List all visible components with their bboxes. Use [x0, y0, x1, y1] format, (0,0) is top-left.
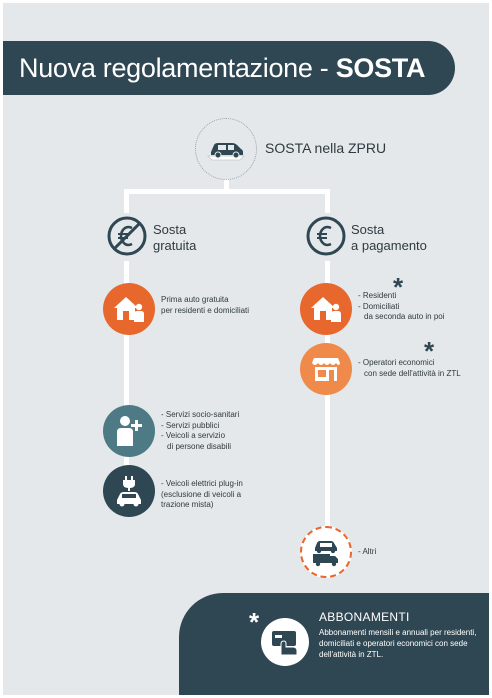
- paid-item-1-circle: [300, 283, 352, 335]
- free-item-3-text: - Veicoli elettrici plug-in (esclusione …: [161, 479, 243, 511]
- paid-branch-icon: [306, 216, 346, 256]
- free-item-2-line: - Servizi socio-sanitari: [161, 410, 240, 419]
- car-icon: [206, 136, 246, 162]
- subscriptions-title: ABBONAMENTI: [319, 610, 410, 624]
- connector-horizontal: [124, 189, 330, 194]
- free-line-2: gratuita: [153, 238, 197, 253]
- title-regular: Nuova regolamentazione -: [19, 52, 336, 83]
- no-euro-icon: [107, 216, 147, 256]
- connector-right-drop: [325, 189, 330, 213]
- free-item-3-circle: [103, 465, 155, 517]
- paid-item-3-text: - Altri: [358, 547, 376, 558]
- paid-item-2-text: - Operatori economici con sede dell'atti…: [358, 358, 461, 379]
- page-title: Nuova regolamentazione - SOSTA: [19, 52, 426, 84]
- free-item-2-line: - Veicoli a servizio: [161, 431, 226, 440]
- free-item-1-text: Prima auto gratuita per residenti e domi…: [161, 295, 249, 316]
- medical-person-icon: [113, 414, 145, 448]
- shop-icon: [310, 355, 342, 383]
- paid-item-1-text: - Residenti - Domiciliati da seconda aut…: [358, 291, 445, 323]
- subscriptions-text: Abbonamenti mensili e annuali per reside…: [319, 627, 476, 660]
- free-branch-label: Sosta gratuita: [153, 222, 196, 254]
- free-item-3-line: - Veicoli elettrici plug-in: [161, 479, 243, 488]
- paid-item-2-asterisk: *: [424, 336, 435, 366]
- free-branch-icon: [107, 216, 147, 256]
- subscriptions-icon-circle: [261, 618, 309, 666]
- card-hand-icon: [269, 627, 301, 657]
- paid-item-3-circle: [300, 526, 352, 578]
- top-node: [195, 118, 257, 180]
- paid-branch-label: Sosta a pagamento: [351, 222, 427, 254]
- free-item-1-circle: [103, 283, 155, 335]
- title-bar: Nuova regolamentazione - SOSTA: [3, 41, 455, 95]
- paid-item-1-line: - Residenti: [358, 291, 397, 300]
- infographic: Nuova regolamentazione - SOSTA SOSTA nel…: [3, 3, 489, 695]
- free-item-3-line: (esclusione di veicoli a: [161, 489, 242, 499]
- subscriptions-line: dell'attività in ZTL.: [319, 650, 384, 659]
- paid-item-1-line: - Domiciliati: [358, 301, 400, 311]
- subscriptions-line: domiciliati e operatori economici con se…: [319, 639, 468, 648]
- paid-item-1-line: da seconda auto in poi: [364, 312, 445, 321]
- free-line-1: Sosta: [153, 222, 187, 237]
- free-item-2-circle: [103, 405, 155, 457]
- house-person-icon: [112, 294, 146, 324]
- free-item-3-line: trazione mista): [161, 500, 214, 509]
- paid-item-2-line: con sede dell'attività in ZTL: [364, 368, 461, 378]
- connector-top-stem: [224, 179, 229, 191]
- connector-left-drop: [124, 189, 129, 213]
- title-bold: SOSTA: [335, 52, 426, 83]
- house-person-icon: [309, 294, 343, 324]
- car-truck-icon: [309, 535, 343, 569]
- subscriptions-panel: [179, 593, 489, 695]
- top-label: SOSTA nella ZPRU: [265, 140, 387, 156]
- euro-icon: [306, 216, 346, 256]
- paid-item-2-circle: [300, 343, 352, 395]
- subscriptions-line: Abbonamenti mensili e annuali per reside…: [319, 628, 477, 637]
- free-item-1-line: per residenti e domiciliati: [161, 305, 250, 315]
- electric-car-icon: [113, 474, 145, 508]
- paid-line-1: Sosta: [351, 222, 385, 237]
- connector-right-column: [325, 261, 330, 529]
- paid-item-1-asterisk: *: [393, 272, 404, 302]
- free-item-1-line: Prima auto gratuita: [161, 295, 229, 304]
- free-item-2-text: - Servizi socio-sanitari - Servizi pubbl…: [161, 410, 239, 452]
- connector-left-column: [124, 261, 129, 491]
- free-item-2-line: di persone disabili: [167, 441, 232, 451]
- paid-item-2-line: - Operatori economici: [358, 358, 435, 367]
- subscriptions-asterisk: *: [249, 607, 260, 637]
- paid-item-3-line: - Altri: [358, 547, 377, 556]
- paid-line-2: a pagamento: [351, 238, 427, 253]
- free-item-2-line: - Servizi pubblici: [161, 420, 220, 430]
